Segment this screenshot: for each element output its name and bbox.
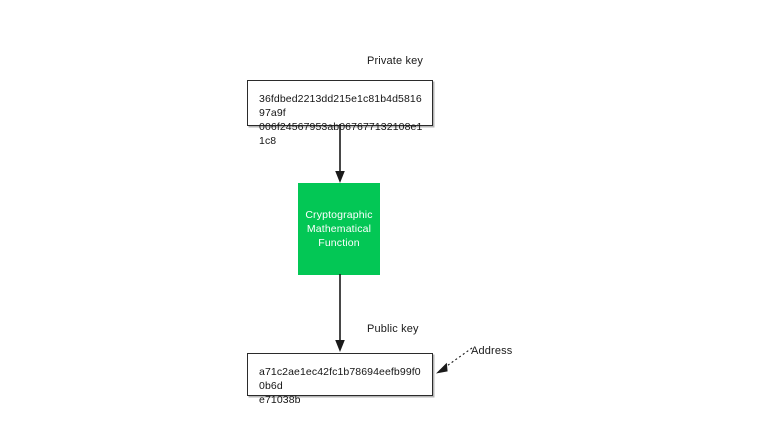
- public-key-label: Public key: [367, 323, 419, 335]
- public-key-box: a71c2ae1ec42fc1b78694eefb99f00b6d e71038b: [247, 353, 433, 406]
- address-label: Address: [471, 345, 513, 357]
- cryptographic-function-box: Cryptographic Mathematical Function: [298, 183, 380, 275]
- cryptographic-function-label: Cryptographic Mathematical Function: [305, 209, 373, 249]
- private-key-line-2: 006f24567953ab067677132108e11c8: [259, 121, 423, 147]
- public-key-value: a71c2ae1ec42fc1b78694eefb99f00b6d e71038b: [259, 365, 423, 407]
- public-key-line-1: a71c2ae1ec42fc1b78694eefb99f00b6d: [259, 366, 421, 392]
- private-key-line-1: 36fdbed2213dd215e1c81b4d581697a9f: [259, 93, 422, 119]
- public-key-line-2: e71038b: [259, 394, 301, 406]
- private-key-label: Private key: [367, 55, 424, 67]
- arrow-function-to-public: [335, 274, 345, 352]
